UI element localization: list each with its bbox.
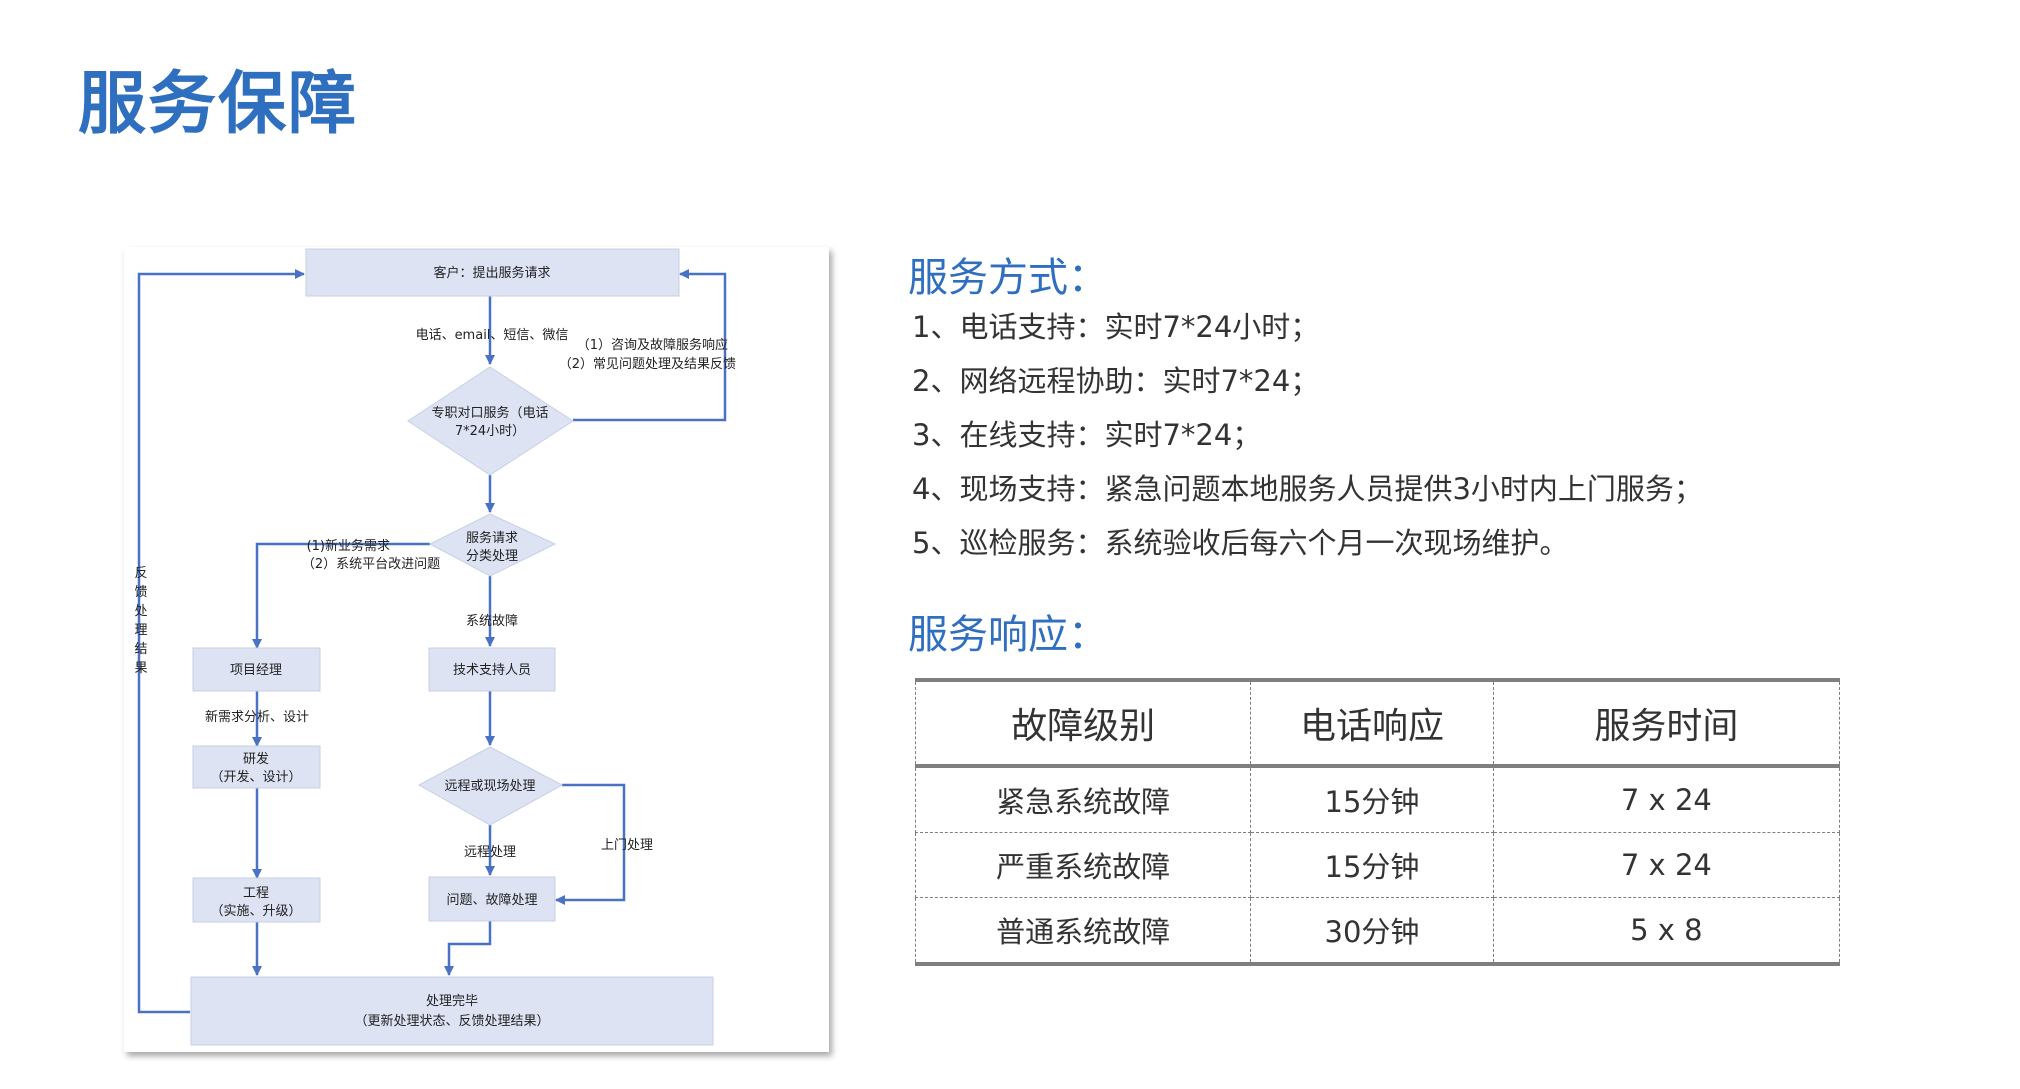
node-hotline: [407, 366, 574, 476]
cell-phone-response: 30分钟: [1250, 897, 1494, 964]
cell-phone-response: 15分钟: [1250, 766, 1494, 833]
service-methods-list: 1、电话支持：实时7*24小时； 2、网络远程协助：实时7*24； 3、在线支持…: [912, 300, 1703, 570]
arrow-fix-to-done: [444, 921, 492, 976]
edge-label-remote: 远程处理: [464, 845, 516, 860]
edge-label-feedback-1: （1）咨询及故障服务响应: [577, 337, 728, 353]
edge-label-feedback-left-4: 理: [134, 623, 147, 638]
node-classify: [428, 513, 557, 577]
table-row: 普通系统故障 30分钟 5 x 8: [914, 897, 1841, 964]
node-tech-support: [428, 647, 556, 692]
edge-label-new-req-2: （2）系统平台改进问题: [302, 557, 440, 572]
label-remote-or-onsite: 远程或现场处理: [444, 779, 535, 794]
edge-label-feedback-2: （2）常见问题处理及结果反馈: [559, 357, 736, 372]
arrow-classify-to-pm: [252, 542, 430, 649]
page-title: 服务保障: [78, 65, 359, 144]
service-method-item: 5、巡检服务：系统验收后每六个月一次现场维护。: [912, 526, 1569, 560]
node-engineering: [192, 877, 321, 923]
cell-fault-level: 严重系统故障: [914, 832, 1252, 898]
node-remote-or-onsite: [417, 746, 564, 826]
label-done-2: （更新处理状态、反馈处理结果）: [354, 1013, 549, 1029]
edge-label-feedback-left-5: 结: [134, 642, 147, 657]
label-classify-1: 服务请求: [466, 530, 518, 546]
edge-label-analysis: 新需求分析、设计: [205, 709, 309, 725]
label-fix: 问题、故障处理: [446, 893, 537, 908]
label-hotline-2: 7*24小时）: [455, 424, 525, 439]
service-method-item: 4、现场支持：紧急问题本地服务人员提供3小时内上门服务；: [912, 472, 1703, 506]
label-eng-2: （实施、升级）: [210, 904, 301, 919]
cell-fault-level: 紧急系统故障: [914, 766, 1252, 833]
label-hotline-1: 专职对口服务（电话: [431, 405, 548, 421]
label-pm: 项目经理: [230, 663, 282, 678]
node-customer: [305, 248, 680, 297]
edge-label-feedback-left-3: 处: [134, 604, 147, 619]
cell-phone-response: 15分钟: [1250, 832, 1494, 898]
node-project-manager: [192, 647, 321, 692]
service-method-item: 3、在线支持：实时7*24；: [912, 418, 1262, 452]
header-service-time: 服务时间: [1492, 680, 1841, 768]
service-method-item: 1、电话支持：实时7*24小时；: [912, 310, 1320, 344]
cell-service-time: 5 x 8: [1492, 897, 1841, 964]
label-customer: 客户：提出服务请求: [433, 265, 550, 281]
label-done-1: 处理完毕: [426, 994, 478, 1009]
edge-label-new-req-1: (1)新业务需求: [307, 538, 390, 554]
edge-label-onsite: 上门处理: [601, 838, 653, 853]
edge-label-feedback-left-2: 馈: [134, 585, 147, 600]
cell-service-time: 7 x 24: [1492, 832, 1841, 898]
service-method-item: 2、网络远程协助：实时7*24；: [912, 364, 1320, 398]
label-dev-2: （开发、设计）: [210, 769, 301, 785]
service-methods-title: 服务方式：: [908, 255, 1108, 301]
service-response-title: 服务响应：: [908, 612, 1108, 658]
arrow-feedback-to-customer: [573, 269, 727, 422]
header-fault-level: 故障级别: [914, 680, 1252, 768]
label-eng-1: 工程: [243, 886, 269, 901]
node-dev: [192, 745, 321, 789]
node-fix: [428, 876, 556, 922]
arrow-done-to-customer: [137, 269, 305, 1014]
edge-label-feedback-left-1: 反: [134, 566, 147, 581]
table-row: 严重系统故障 15分钟 7 x 24: [914, 832, 1841, 898]
cell-fault-level: 普通系统故障: [914, 897, 1252, 964]
arrow-onsite-to-fix: [555, 783, 626, 905]
table-header-row: 故障级别 电话响应 服务时间: [914, 680, 1841, 768]
node-done: [190, 976, 714, 1046]
edge-label-sys-fault: 系统故障: [466, 614, 518, 629]
edge-label-feedback-left-6: 果: [134, 661, 147, 676]
flowchart-canvas: 客户：提出服务请求 专职对口服务（电话 7*24小时） 服务请求 分类处理 项目…: [134, 248, 736, 1046]
cell-service-time: 7 x 24: [1492, 766, 1841, 833]
edge-label-channels: 电话、email、短信、微信: [416, 328, 569, 343]
header-phone-response: 电话响应: [1250, 680, 1494, 768]
label-dev-1: 研发: [243, 751, 269, 767]
label-classify-2: 分类处理: [466, 549, 518, 564]
service-response-table: 故障级别 电话响应 服务时间 紧急系统故障 15分钟 7 x 24 严重系统故障…: [914, 678, 1841, 966]
service-flowchart: 客户：提出服务请求 专职对口服务（电话 7*24小时） 服务请求 分类处理 项目…: [124, 247, 829, 1052]
label-tech: 技术支持人员: [453, 663, 531, 678]
table-row: 紧急系统故障 15分钟 7 x 24: [914, 766, 1841, 833]
